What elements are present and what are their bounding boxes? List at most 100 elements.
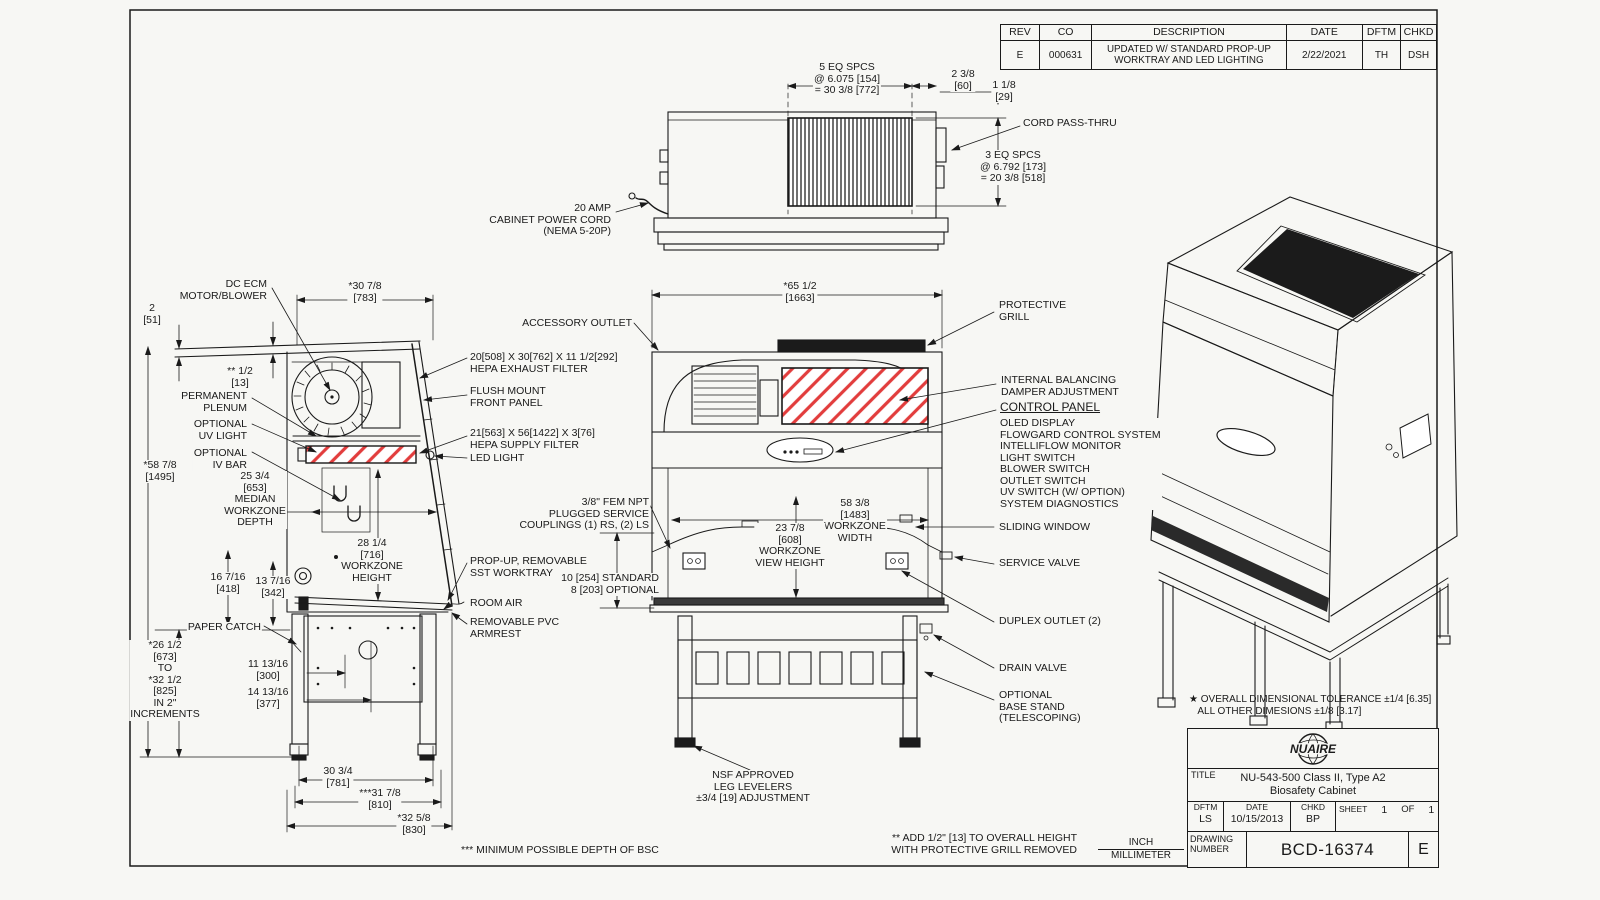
co-col-header: CO (1038, 24, 1093, 41)
units-inch: INCH (1098, 837, 1184, 850)
label-control-panel-items: OLED DISPLAY FLOWGARD CONTROL SYSTEM INT… (999, 417, 1162, 510)
revision-row: E 000631 UPDATED W/ STANDARD PROP-UP WOR… (1000, 40, 1437, 70)
dim-58-7-8: *58 7/8 [1495] (142, 459, 178, 483)
dim-16-7-16: 16 7/16 [418] (209, 571, 247, 595)
dim-median-workzone-depth: 25 3/4 [653] MEDIAN WORKZONE DEPTH (223, 470, 287, 529)
label-protective-grill: PROTECTIVE GRILL (998, 299, 1068, 323)
sheet-label: SHEET (1339, 804, 1368, 814)
dim-half-13: ** 1/2 [13] (226, 365, 254, 389)
units-millimeter: MILLIMETER (1110, 850, 1171, 861)
top-view (615, 83, 1021, 251)
dim-30-7-8: *30 7/8 [783] (347, 280, 383, 304)
label-accessory-outlet: ACCESSORY OUTLET (521, 317, 633, 330)
dim-height-increments: *26 1/2 [673] TO *32 1/2 [825] IN 2" INC… (129, 639, 201, 721)
title-row: TITLE NU-543-500 Class II, Type A2 Biosa… (1188, 769, 1438, 802)
drawing-number-label: DRAWING NUMBER (1188, 832, 1247, 867)
led-light-shape (425, 450, 435, 460)
dim-workzone-view-height: 23 7/8 [608] WORKZONE VIEW HEIGHT (754, 522, 826, 569)
label-power-cord: 20 AMP CABINET POWER CORD (NEMA 5-20P) (488, 202, 612, 238)
note-min-depth: *** MINIMUM POSSIBLE DEPTH OF BSC (460, 844, 660, 857)
brand-oval (1216, 427, 1276, 457)
dim-workzone-width: 58 3/8 [1483] WORKZONE WIDTH (823, 497, 887, 544)
date-label: DATE (1245, 802, 1269, 812)
dim-31-7-8: ***31 7/8 [810] (358, 787, 402, 811)
date-value: 2/22/2021 (1285, 40, 1363, 70)
chkd-col-header: CHKD (1400, 24, 1437, 41)
drawing-number-row: DRAWING NUMBER BCD-16374 E (1188, 832, 1438, 867)
dftm-value: TH (1361, 40, 1402, 70)
label-pvc-armrest: REMOVABLE PVC ARMREST (469, 616, 561, 640)
label-flush-mount: FLUSH MOUNT FRONT PANEL (469, 385, 547, 409)
chkd-value-tb: BP (1305, 813, 1320, 825)
label-base-stand: OPTIONAL BASE STAND (TELESCOPING) (998, 689, 1082, 725)
label-leg-levelers: NSF APPROVED LEG LEVELERS ±3/4 [19] ADJU… (695, 769, 811, 805)
dim-10-254: 10 [254] STANDARD 8 [203] OPTIONAL (560, 572, 660, 596)
title-label: TITLE (1191, 770, 1216, 780)
dim-2-3-8: 2 3/8 [60] (950, 68, 976, 92)
label-control-panel-title: CONTROL PANEL (999, 400, 1102, 414)
rev-col-header: REV (1000, 24, 1040, 41)
dftm-col-header: DFTM (1361, 24, 1402, 41)
label-service-valve: SERVICE VALVE (998, 557, 1082, 570)
label-dc-ecm-motor: DC ECM MOTOR/BLOWER (178, 278, 268, 302)
chkd-label: CHKD (1300, 802, 1326, 812)
label-duplex-outlet: DUPLEX OUTLET (2) (998, 615, 1102, 628)
dim-14-13-16: 14 13/16 [377] (246, 686, 290, 710)
sheet-cell: SHEET 1 OF 1 (1336, 802, 1438, 831)
chkd-cell: CHKD BP (1291, 802, 1336, 831)
label-prop-up-worktray: PROP-UP, REMOVABLE SST WORKTRAY (469, 555, 588, 579)
brand-name: NUAIRE (1290, 742, 1337, 756)
dim-1-1-8: 1 1/8 [29] (991, 79, 1017, 103)
dim-32-5-8: *32 5/8 [830] (396, 812, 432, 836)
note-add-half-inch: ** ADD 1/2" [13] TO OVERALL HEIGHT WITH … (890, 832, 1078, 856)
dftm-cell: DFTM LS (1188, 802, 1224, 831)
dim-5-eq-spcs: 5 EQ SPCS @ 6.075 [154] = 30 3/8 [772] (812, 61, 882, 97)
label-optional-iv-bar: OPTIONAL IV BAR (192, 447, 248, 471)
sheet-border (129, 9, 1438, 867)
rev-value: E (1000, 40, 1040, 70)
dftm-value-tb: LS (1199, 813, 1212, 825)
dftm-label: DFTM (1193, 802, 1218, 812)
dim-2-51: 2 [51] (142, 302, 162, 326)
drawing-title: NU-543-500 Class II, Type A2 Biosafety C… (1240, 772, 1386, 797)
sheet-of-label: OF (1401, 804, 1415, 815)
label-permanent-plenum: PERMANENT PLENUM (180, 390, 248, 414)
desc-col-header: DESCRIPTION (1091, 24, 1287, 41)
tolerance-note: ★ OVERALL DIMENSIONAL TOLERANCE ±1/4 [6.… (1188, 694, 1433, 718)
revision-table-header: REV CO DESCRIPTION DATE DFTM CHKD (1000, 24, 1437, 41)
label-hepa-supply-filter: 21[563] X 56[1422] X 3[76] HEPA SUPPLY F… (469, 427, 596, 451)
label-paper-catch: PAPER CATCH (186, 621, 262, 634)
sheet-number: 1 (1381, 804, 1388, 816)
description-value: UPDATED W/ STANDARD PROP-UP WORKTRAY AND… (1091, 40, 1287, 70)
sheet-total: 1 (1428, 804, 1435, 816)
label-led-light: LED LIGHT (469, 452, 526, 465)
label-fem-npt: 3/8" FEM NPT PLUGGED SERVICE COUPLINGS (… (518, 496, 650, 532)
label-sliding-window: SLIDING WINDOW (998, 521, 1091, 534)
date-value-tb: 10/15/2013 (1230, 813, 1284, 825)
chkd-value: DSH (1400, 40, 1437, 70)
front-view (599, 289, 997, 771)
dim-30-3-4: 30 3/4 [781] (322, 765, 354, 789)
dim-11-13-16: 11 13/16 [300] (246, 658, 290, 682)
control-panel-shape (766, 437, 834, 463)
label-hepa-exhaust-filter: 20[508] X 30[762] X 11 1/2[292] HEPA EXH… (469, 351, 619, 375)
revision-table: REV CO DESCRIPTION DATE DFTM CHKD E 0006… (1000, 24, 1437, 70)
title-block: NUAIRE TITLE NU-543-500 Class II, Type A… (1187, 728, 1439, 868)
date-cell: DATE 10/15/2013 (1224, 802, 1291, 831)
dim-workzone-height: 28 1/4 [716] WORKZONE HEIGHT (340, 537, 404, 584)
label-internal-balancing: INTERNAL BALANCING DAMPER ADJUSTMENT (1000, 374, 1120, 398)
label-cord-pass-thru: CORD PASS-THRU (1022, 117, 1118, 130)
title-info-row: DFTM LS DATE 10/15/2013 CHKD BP SHEET 1 … (1188, 802, 1438, 832)
label-room-air: ROOM AIR (469, 597, 524, 610)
drawing-number: BCD-16374 (1280, 839, 1375, 859)
units-legend: INCH MILLIMETER (1098, 837, 1184, 862)
dim-65-1-2: *65 1/2 [1663] (782, 280, 818, 304)
label-optional-uv-light: OPTIONAL UV LIGHT (192, 418, 248, 442)
dim-13-7-16: 13 7/16 [342] (254, 575, 292, 599)
revision-letter: E (1408, 832, 1438, 867)
co-value: 000631 (1038, 40, 1093, 70)
brand-logo: NUAIRE (1188, 729, 1438, 769)
dim-3-eq-spcs: 3 EQ SPCS @ 6.792 [173] = 20 3/8 [518] (978, 149, 1048, 185)
